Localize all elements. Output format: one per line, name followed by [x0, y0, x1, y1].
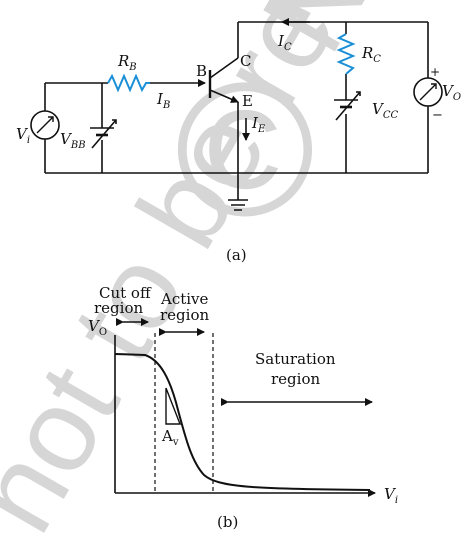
- resistor-rb: [107, 73, 150, 93]
- caption-b: (b): [217, 513, 238, 531]
- region-saturation-line2: region: [271, 370, 320, 388]
- label-vi: Vi: [16, 125, 30, 146]
- gain-triangle: [165, 387, 182, 425]
- label-ie: IE: [251, 114, 266, 135]
- caption-a: (a): [226, 246, 247, 264]
- y-axis-label: VO: [88, 317, 107, 338]
- transfer-curve: [114, 353, 371, 491]
- transistor-emitter-lead: [209, 89, 239, 103]
- ground-symbol: [228, 199, 248, 211]
- label-vbb: VBB: [60, 130, 86, 151]
- transistor-collector-lead: [209, 57, 239, 79]
- label-emitter: E: [242, 92, 253, 110]
- region-active-line2: region: [160, 306, 209, 324]
- meter-input: [30, 110, 60, 140]
- label-base: B: [196, 62, 207, 80]
- label-ib: IB: [156, 90, 170, 111]
- region-active-line1: Active: [160, 290, 209, 308]
- label-vo: VO: [442, 82, 461, 103]
- region-saturation-line1: Saturation: [255, 350, 336, 368]
- watermark: NC © not to be re: [0, 0, 439, 538]
- battery-vcc: [334, 91, 361, 121]
- gain-label: Av: [161, 427, 179, 448]
- label-vcc: VCC: [372, 100, 398, 121]
- label-plus: +: [430, 65, 440, 79]
- label-minus: −: [432, 108, 443, 123]
- label-collector: C: [240, 52, 251, 70]
- transfer-graph: [114, 318, 376, 497]
- label-rc: RC: [361, 44, 381, 65]
- region-cutoff-line1: Cut off: [99, 284, 152, 302]
- resistor-rc: [336, 33, 356, 75]
- x-axis-label: Vi: [384, 485, 398, 506]
- region-cutoff-line2: region: [94, 299, 143, 317]
- battery-vbb: [90, 119, 117, 149]
- meter-output: [413, 77, 443, 107]
- label-rb: RB: [117, 52, 137, 73]
- circuit-diagram: [44, 18, 429, 211]
- label-ic: IC: [277, 32, 292, 53]
